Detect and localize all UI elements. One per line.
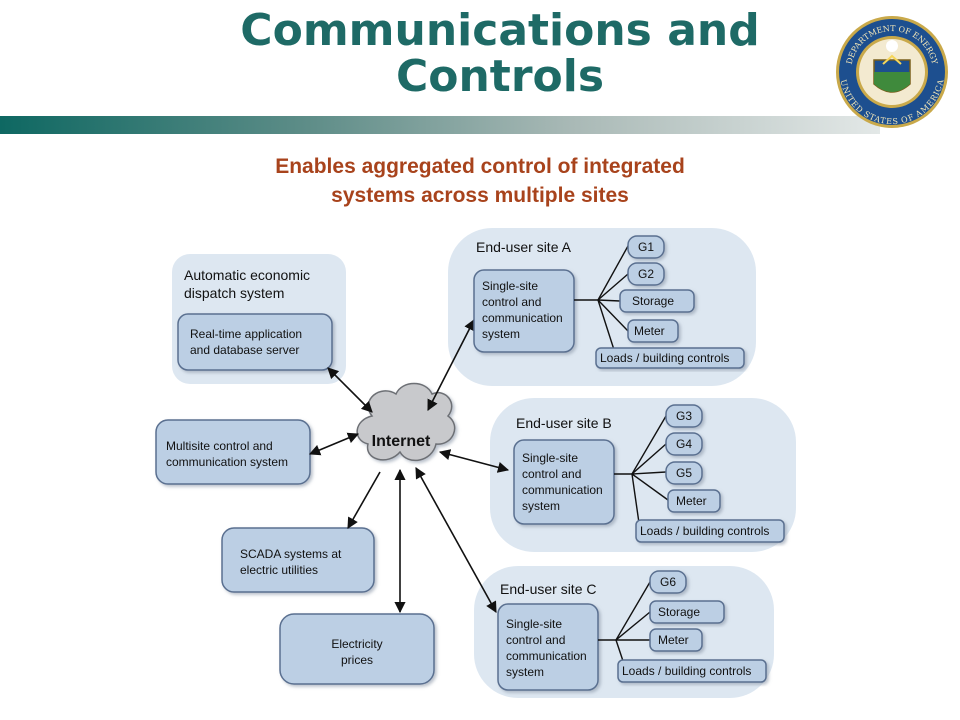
- site-a-g2-label: G2: [638, 267, 654, 281]
- prices-line-1: Electricity: [331, 637, 382, 651]
- site-b-controller-box: [513, 439, 615, 525]
- internet-label: Internet: [372, 433, 431, 450]
- realtime-server-box: [177, 313, 333, 371]
- site-c-title: End-user site C: [500, 581, 596, 597]
- site-a-title: End-user site A: [476, 239, 572, 255]
- site-c-meter-label: Meter: [658, 633, 689, 647]
- scada-line-1: SCADA systems at: [240, 547, 342, 561]
- dispatch-title-line-1: Automatic economic: [184, 267, 310, 283]
- site-c-storage-label: Storage: [658, 605, 700, 619]
- slide-title-line-1: Communications and: [240, 5, 760, 56]
- site-a-storage-label: Storage: [632, 294, 674, 308]
- site-b-loads-box: [635, 519, 785, 543]
- site-a-controller-box: [473, 269, 575, 353]
- site-a-loads-label: Loads / building controls: [600, 351, 729, 365]
- site-b-controller-line-2: control and: [522, 467, 581, 481]
- site-b-controller-line-3: communication: [522, 483, 603, 497]
- arrow-internet-dispatch: [327, 367, 373, 413]
- arrow-internet-site-c: [415, 467, 497, 613]
- slide-title: Communications and Controls: [140, 8, 860, 100]
- site-c-controller-box: [497, 603, 599, 691]
- arrow-internet-site-b: [438, 449, 510, 473]
- site-a-storage-box: [619, 289, 695, 313]
- site-a-meter-box: [627, 319, 679, 343]
- site-b-loads-label: Loads / building controls: [640, 524, 769, 538]
- site-b-meter-label: Meter: [676, 494, 707, 508]
- site-c-g6-label: G6: [660, 575, 676, 589]
- slide-title-line-2: Controls: [395, 51, 605, 102]
- server-line-1: Real-time application: [190, 327, 302, 341]
- scada-box: [221, 527, 375, 593]
- site-b-g4-box: [665, 432, 703, 456]
- site-b-g5-box: [665, 461, 703, 485]
- site-c-storage-box: [649, 600, 725, 624]
- scada-line-2: electric utilities: [240, 563, 318, 577]
- dispatch-title-line-2: dispatch system: [184, 285, 284, 301]
- site-a-meter-label: Meter: [634, 324, 665, 338]
- subtitle-line-2: systems across multiple sites: [331, 184, 629, 207]
- site-b-g5-label: G5: [676, 466, 692, 480]
- site-b-meter-box: [667, 489, 721, 513]
- site-c-controller-line-1: Single-site: [506, 617, 562, 631]
- site-b-g3-box: [665, 404, 703, 428]
- multisite-line-1: Multisite control and: [166, 439, 273, 453]
- site-c-controller-line-4: system: [506, 665, 544, 679]
- server-line-2: and database server: [190, 343, 299, 357]
- site-a-controller-line-1: Single-site: [482, 279, 538, 293]
- site-a-controller-line-3: communication: [482, 311, 563, 325]
- site-b-controller-line-1: Single-site: [522, 451, 578, 465]
- site-a-loads-box: [595, 347, 745, 369]
- site-c-g6-box: [649, 570, 687, 594]
- multisite-line-2: communication system: [166, 455, 288, 469]
- arrow-internet-site-a: [427, 319, 475, 411]
- site-b-controller-line-4: system: [522, 499, 560, 513]
- site-b-g4-label: G4: [676, 437, 692, 451]
- site-b-g3-label: G3: [676, 409, 692, 423]
- doe-seal-logo: DEPARTMENT OF ENERGY UNITED STATES OF AM…: [836, 16, 948, 128]
- site-c-loads-box: [617, 659, 767, 683]
- site-c-loads-label: Loads / building controls: [622, 664, 751, 678]
- arrow-internet-scada: [347, 471, 381, 529]
- site-a-g1-box: [627, 235, 665, 259]
- site-a-g2-box: [627, 262, 665, 286]
- title-gradient-bar: [0, 116, 880, 134]
- site-c-meter-box: [649, 628, 703, 652]
- site-c-controller-line-3: communication: [506, 649, 587, 663]
- subtitle: Enables aggregated control of integrated…: [160, 152, 800, 210]
- site-b-title: End-user site B: [516, 415, 612, 431]
- subtitle-line-1: Enables aggregated control of integrated: [275, 155, 685, 178]
- site-c-controller-line-2: control and: [506, 633, 565, 647]
- site-a-controller-line-2: control and: [482, 295, 541, 309]
- prices-line-2: prices: [341, 653, 373, 667]
- electricity-prices-box: [279, 613, 435, 685]
- site-a-g1-label: G1: [638, 240, 654, 254]
- arrow-internet-multisite: [308, 432, 360, 456]
- site-a-controller-line-4: system: [482, 327, 520, 341]
